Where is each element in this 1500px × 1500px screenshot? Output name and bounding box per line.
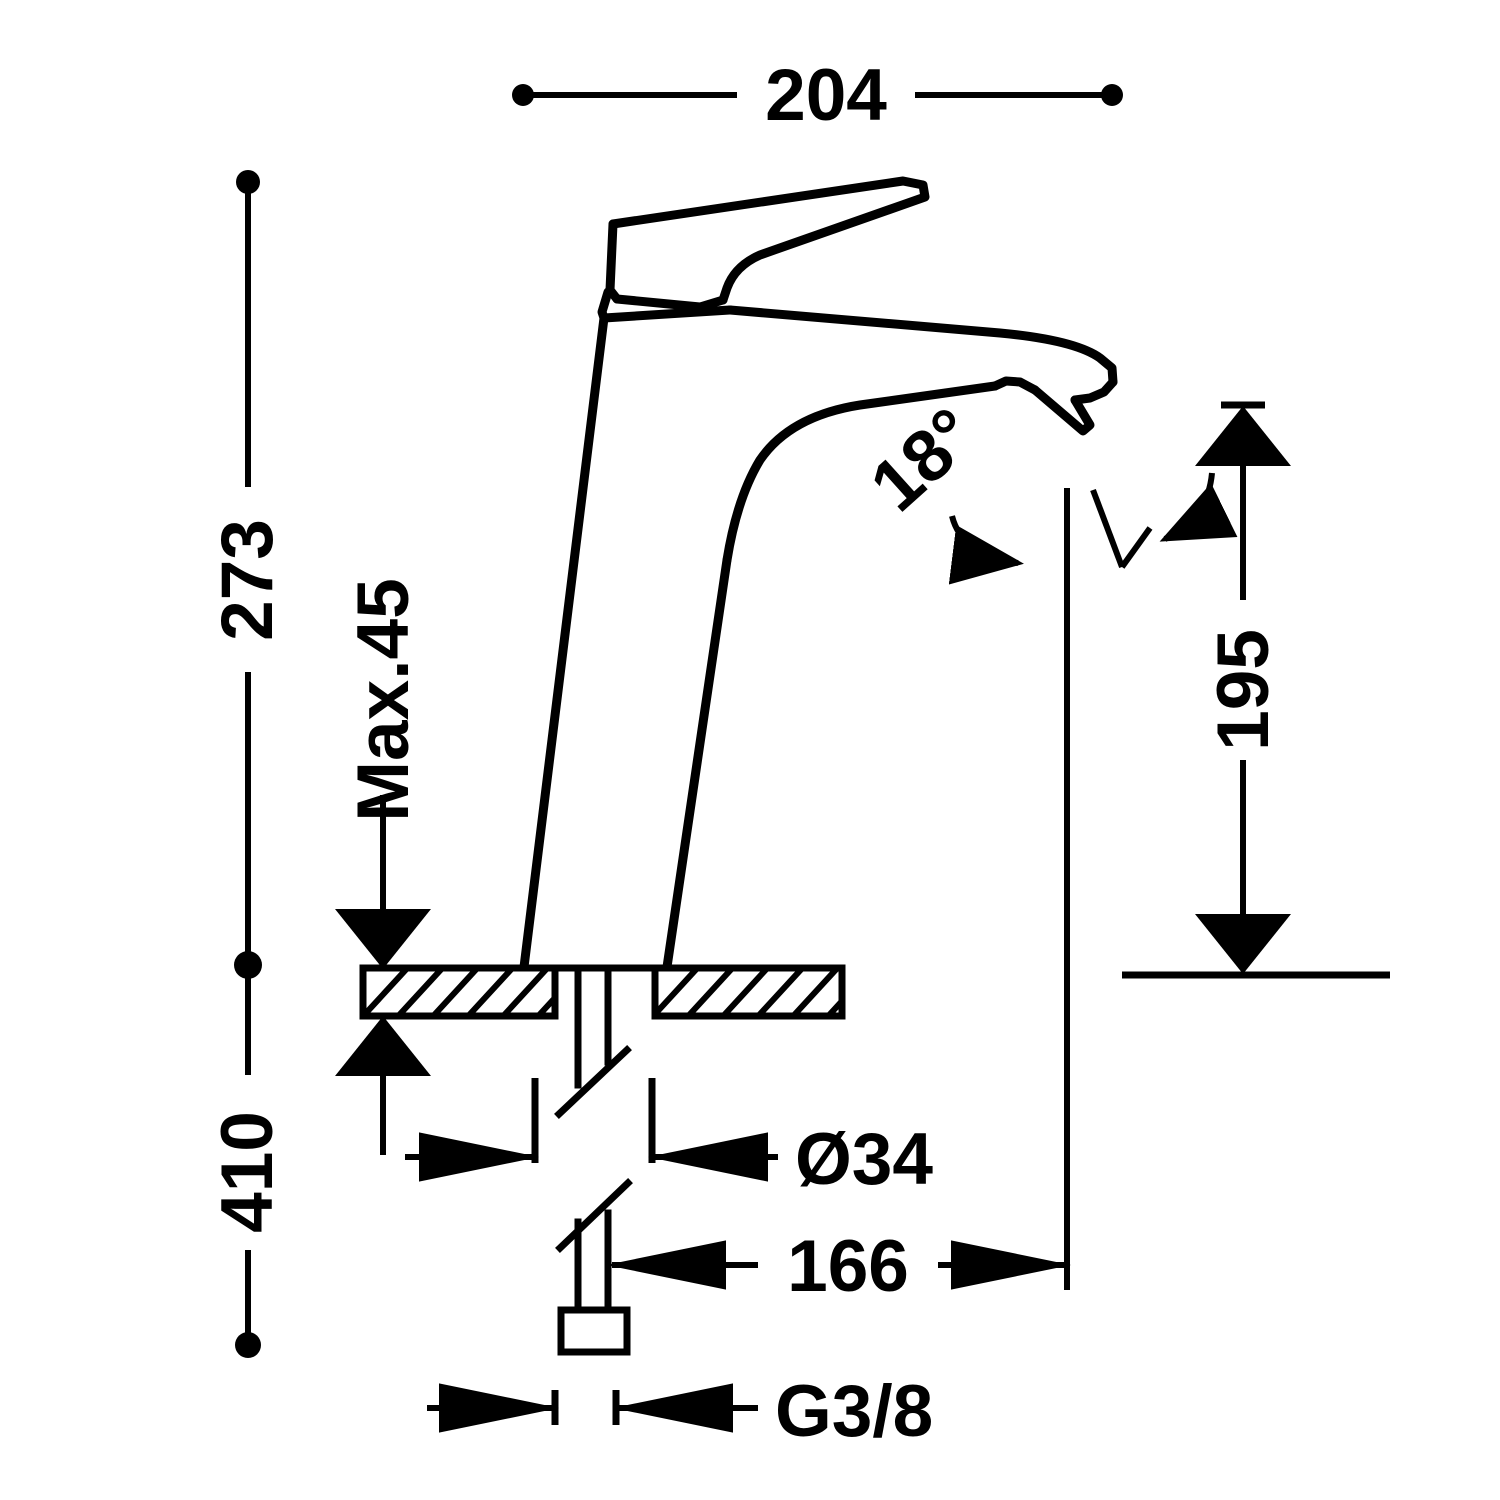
dim-label-166: 166 (787, 1226, 909, 1307)
break-line-lower (555, 1178, 633, 1253)
dim-label-195: 195 (1203, 629, 1284, 751)
dim-label-d34: Ø34 (795, 1119, 933, 1200)
angle-leg-left (1090, 488, 1125, 569)
hatched-counter-deck (359, 964, 846, 1020)
dimension-max-deck-thickness: Max.45 (335, 578, 431, 1155)
dimension-spout-height: 195 (1122, 401, 1390, 979)
angle-arc-left (948, 515, 1024, 585)
break-line-upper (554, 1045, 632, 1119)
dim-label-204: 204 (765, 55, 887, 136)
lever-handle-underside (612, 294, 728, 312)
deck-hatch-right (655, 968, 842, 1016)
body-collar-top (599, 305, 735, 323)
dimension-supply-thread: G3/8 (427, 1371, 933, 1452)
aerator-face (1030, 385, 1095, 436)
dim-dot-bottom (235, 1332, 261, 1358)
deck-hatch-left (363, 968, 555, 1016)
faucet-body (519, 176, 1118, 972)
column-right-edge (662, 555, 732, 972)
dim-label-410: 410 (207, 1111, 288, 1233)
column-left-edge (519, 313, 609, 972)
dimension-left-vertical: 273 410 (207, 170, 288, 1358)
lever-handle-left-end (605, 219, 622, 304)
dimension-spout-projection: 166 (606, 1226, 1071, 1307)
supply-connector-box (557, 1306, 631, 1356)
spout-top-profile (725, 305, 1118, 387)
angle-leg-right (1119, 526, 1153, 569)
dimension-overall-width: 204 (512, 55, 1123, 136)
dim-label-18deg: 18° (855, 393, 991, 527)
dim-label-g38: G3/8 (775, 1371, 933, 1452)
aerator-top (1070, 377, 1118, 405)
spout-underside (722, 381, 1000, 565)
dim-dot-right (1101, 84, 1123, 106)
angle-arc-right (1159, 472, 1238, 542)
dim-label-273: 273 (207, 519, 288, 641)
dim-label-max45: Max.45 (343, 578, 424, 822)
threaded-shank (554, 964, 633, 1356)
lever-handle-top (608, 176, 930, 305)
dimension-shank-diameter: Ø34 (405, 1078, 933, 1200)
dimension-outlet-angle: 18° (855, 393, 1238, 585)
aerator-bottom-lip (990, 376, 1040, 395)
